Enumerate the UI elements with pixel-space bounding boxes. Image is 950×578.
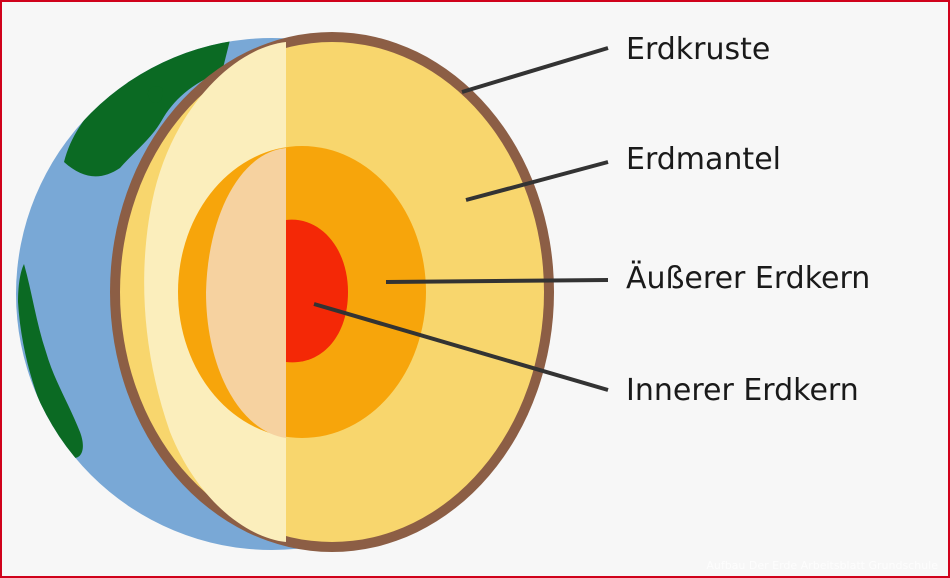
- label-outer-core: Äußerer Erdkern: [626, 261, 871, 296]
- label-mantle: Erdmantel: [626, 142, 781, 177]
- leader-line-inner-core: [313, 302, 609, 392]
- inner-core-layer: [286, 219, 348, 363]
- continent-west: [18, 264, 83, 458]
- watermark-text: Aufbau Der Erde Arbeitsblatt Grundschule: [706, 559, 938, 572]
- continents: [18, 38, 232, 458]
- leader-line-mantle: [465, 160, 609, 202]
- leader-line-crust: [461, 46, 609, 94]
- leader-line-outer-core: [385, 278, 609, 284]
- label-inner-core: Innerer Erdkern: [626, 373, 859, 408]
- label-crust: Erdkruste: [626, 32, 771, 67]
- continent-north: [64, 38, 232, 177]
- outer-core-shaded-half: [206, 148, 286, 438]
- island: [147, 86, 163, 104]
